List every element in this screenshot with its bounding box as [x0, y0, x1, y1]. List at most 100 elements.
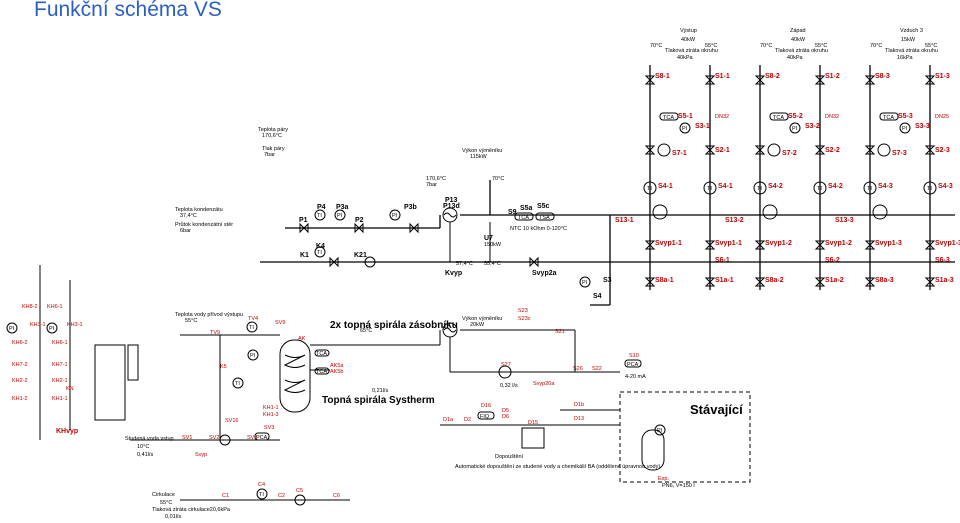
cirk-temp: 55°C — [160, 500, 172, 506]
S21-label: S21 — [555, 329, 565, 335]
ti-icon: TI — [757, 186, 762, 192]
dosing-unit — [521, 427, 545, 449]
cirk-pressure: Tlaková ztráta cirkulace20,6kPa — [152, 507, 231, 513]
teplota-kond-value: 37,4°C — [180, 213, 197, 219]
svg-text:PI: PI — [49, 326, 55, 332]
exp-label: Exp. — [658, 476, 669, 482]
circuit-valve-label: S1a-2 — [825, 277, 844, 284]
valve-icon — [864, 145, 876, 155]
cirk-label: Cirkulace — [152, 492, 175, 498]
coil-icon — [283, 379, 306, 393]
valve-icon — [354, 222, 364, 234]
valve-icon — [644, 277, 656, 287]
circuit-valve-label: S8-2 — [765, 73, 780, 80]
P2-label: P2 — [355, 217, 364, 224]
pump-icon — [657, 143, 671, 157]
SV2-label: SV2 — [209, 435, 219, 441]
studena-temp: 10°C — [137, 444, 149, 450]
S4-label: S4 — [593, 293, 602, 300]
valve-icon — [924, 145, 936, 155]
header-power: 40kW — [791, 37, 806, 43]
K5-label: K5 — [220, 364, 227, 370]
dopousteni-label: Dopouštění — [495, 454, 524, 460]
expansion-vessel — [641, 429, 665, 471]
valve-icon — [329, 256, 339, 268]
AK5a-label: AK5a — [330, 363, 344, 369]
P1-label: P1 — [299, 217, 308, 224]
studena-flow: 0,41l/s — [137, 452, 153, 458]
KH7-1-label: KH7-1 — [52, 362, 68, 368]
steam-section: Teplota páry 170,6°C Tlak páry 7bar Výko… — [175, 127, 612, 306]
SV5-label: SV5 — [247, 435, 257, 441]
temp-label: 70°C — [492, 176, 504, 182]
P13d-label: P13d — [443, 203, 460, 210]
svg-text:TI: TI — [317, 250, 322, 256]
KH2-1-label: KH2-1 — [52, 378, 68, 384]
KH1-label: KH1-1 — [263, 405, 279, 411]
svg-text:PI: PI — [582, 280, 588, 286]
D15-label: D15 — [528, 420, 538, 426]
Svyp20a-label: Svyp20a — [533, 381, 555, 387]
svg-text:TI: TI — [249, 325, 254, 331]
D1-label: D1a — [443, 417, 454, 423]
ntc-label: NTC 10 kOhm 0-120°C — [510, 226, 567, 232]
header-pressure-label: Tlaková ztráta okruhu — [885, 48, 938, 54]
tlak-pary-label: Tlak páry — [262, 146, 285, 152]
tca-icon: TCA — [883, 115, 894, 121]
valve-icon — [644, 75, 656, 85]
circuit-pressure-label: S3-3 — [915, 123, 930, 130]
circuit-temp-label: S4-2 — [768, 183, 783, 190]
valve-icon — [704, 145, 716, 155]
circuit-drain-label: Svyp1-3 — [935, 240, 960, 247]
valve-icon — [409, 222, 419, 234]
pi-icon: PI — [682, 126, 688, 132]
pump-icon — [652, 204, 668, 220]
circuit-pressure-label: S3-2 — [805, 123, 820, 130]
SV1-label: SV1 — [182, 435, 192, 441]
header-name: Výstup — [680, 28, 697, 34]
C1-label: C1 — [222, 493, 229, 499]
S23c-label: S23c — [518, 316, 531, 322]
KH7-2-label: KH7-2 — [12, 362, 28, 368]
tlak-vody-value: 55°C — [185, 318, 197, 324]
valve-icon — [814, 277, 826, 287]
AK5b-label: AK5b — [330, 369, 343, 375]
circuit-valve-label: S1a-3 — [935, 277, 954, 284]
temp-label: 55,4°C — [484, 261, 501, 267]
S10-label: S10 — [629, 353, 639, 359]
header-temp: 70°C — [760, 43, 772, 49]
page-title: Funkční schéma VS — [34, 0, 222, 21]
header-pressure-value: 40kPa — [677, 55, 694, 61]
circuit-valve-label: S6-2 — [825, 257, 840, 264]
valve-icon — [924, 75, 936, 85]
KH13-label: KH1-3 — [263, 412, 279, 418]
D16-label: D16 — [481, 403, 491, 409]
pump-icon — [294, 494, 306, 506]
auto-label: Automatické dopouštění ze studené vody a… — [455, 464, 660, 470]
svg-text:TCA: TCA — [316, 369, 327, 375]
circuit-mix-label: S13-3 — [835, 217, 854, 224]
circuit-valve-label: S8-1 — [655, 73, 670, 80]
valve-icon — [924, 277, 936, 287]
svg-text:TCA: TCA — [316, 351, 327, 357]
svg-text:PCA: PCA — [256, 435, 268, 441]
vykon-vymeniku-value: 115kW — [470, 154, 488, 160]
circuit-dn-label: DN32 — [715, 114, 729, 120]
KH1-2-label: KH1-2 — [12, 396, 28, 402]
teplota-kond-label: Teplota kondenzátu — [175, 207, 223, 213]
vykon-vymeniku-label: Výkon výměníku — [462, 148, 502, 154]
S27-label: S27 — [501, 362, 511, 368]
SV16-label: SV16 — [225, 418, 238, 424]
zasobnik-label: 2x topná spirála zásobníku — [330, 320, 458, 331]
pump-icon — [877, 143, 891, 157]
circuit-drain-label: Svyp1-2 — [765, 240, 792, 247]
K4-label: K4 — [316, 243, 325, 250]
pump-icon — [498, 365, 512, 379]
KH2-2-label: KH2-2 — [12, 378, 28, 384]
KH6-2-label: KH6-2 — [12, 340, 28, 346]
SV9-label: SV9 — [275, 320, 285, 326]
